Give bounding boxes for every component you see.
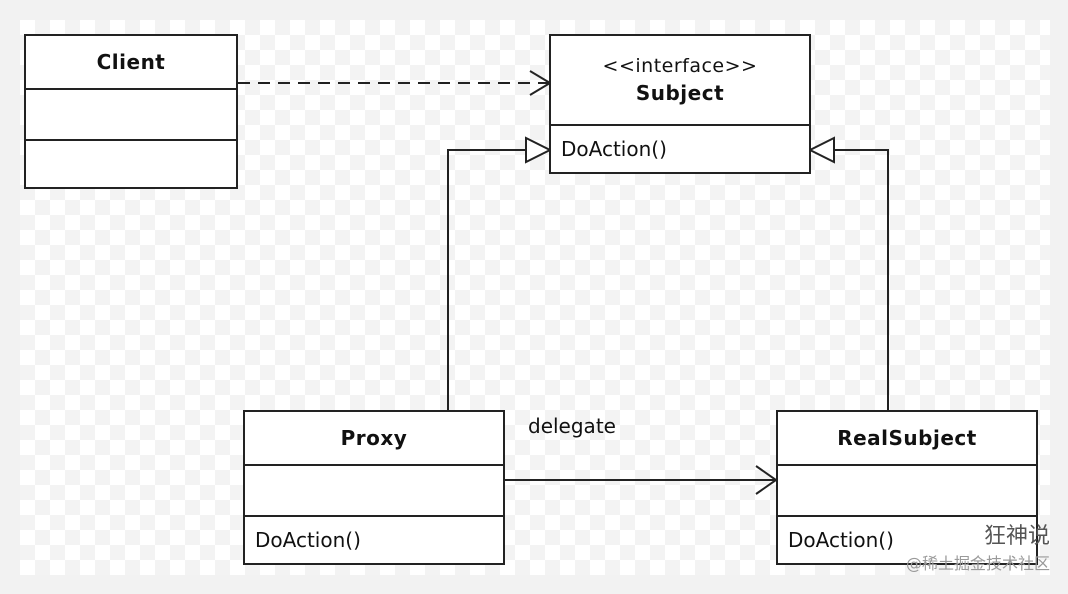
realization-arrowhead-left xyxy=(525,136,553,164)
realsubject-class: RealSubject DoAction() xyxy=(776,410,1038,565)
subject-interface: <<interface>> Subject DoAction() xyxy=(549,34,811,174)
subject-operations-compartment: DoAction() xyxy=(551,124,809,172)
proxy-class: Proxy DoAction() xyxy=(243,410,505,565)
delegate-label: delegate xyxy=(528,414,616,438)
realsubject-name-compartment: RealSubject xyxy=(778,412,1036,464)
client-name-compartment: Client xyxy=(26,36,236,88)
client-class: Client xyxy=(24,34,238,189)
proxy-operations-compartment: DoAction() xyxy=(245,515,503,563)
realsubject-operation: DoAction() xyxy=(788,528,894,552)
proxy-name-compartment: Proxy xyxy=(245,412,503,464)
realsubject-operations-compartment: DoAction() xyxy=(778,515,1036,563)
subject-name-compartment: <<interface>> Subject xyxy=(551,36,809,124)
realsubject-name: RealSubject xyxy=(837,426,977,450)
subject-name: Subject xyxy=(635,81,725,105)
realsubject-subject-realization-line xyxy=(834,149,889,410)
realsubject-attributes-compartment xyxy=(778,464,1036,515)
proxy-subject-realization-line xyxy=(447,149,526,410)
watermark: 狂神说 @稀土掘金技术社区 xyxy=(906,518,1050,574)
client-attributes-compartment xyxy=(26,88,236,139)
realization-arrowhead-right xyxy=(807,136,835,164)
proxy-name: Proxy xyxy=(340,426,408,450)
watermark-subtitle: @稀土掘金技术社区 xyxy=(905,554,1050,573)
subject-operation: DoAction() xyxy=(561,137,667,161)
subject-stereotype: <<interface>> xyxy=(602,55,758,77)
client-operations-compartment xyxy=(26,139,236,187)
proxy-operation: DoAction() xyxy=(255,528,361,552)
watermark-logo: 狂神说 xyxy=(983,524,1050,549)
client-name: Client xyxy=(96,50,166,74)
proxy-attributes-compartment xyxy=(245,464,503,515)
